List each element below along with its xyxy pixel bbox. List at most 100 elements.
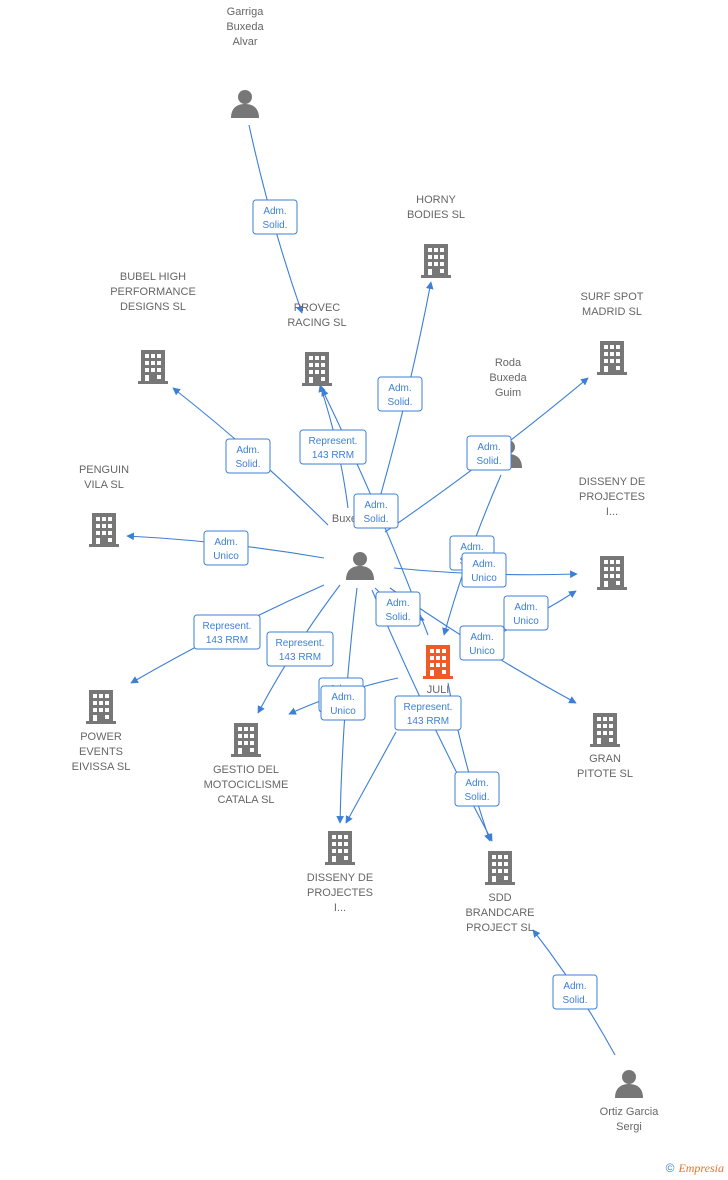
- relation-label-text: Adm.: [331, 692, 354, 703]
- node-label: BRANDCARE: [465, 907, 534, 919]
- relation-label-bie-gestio-rep[interactable]: Represent. 143 RRM: [266, 631, 334, 667]
- relation-label-bie-provec-rep[interactable]: Represent.143 RRM: [299, 429, 367, 465]
- relation-label-box: [459, 625, 505, 661]
- node-label: DISSENY DE: [307, 872, 373, 884]
- building-icon: [597, 341, 627, 375]
- node-disseny2[interactable]: DISSENY DEPROJECTESI...: [307, 831, 373, 914]
- node-label: Ortiz Garcia: [600, 1106, 660, 1118]
- node-label: SURF SPOT: [581, 291, 644, 303]
- relation-label-bie-surf[interactable]: Adm.Solid.: [466, 435, 512, 471]
- building-icon: [138, 350, 168, 384]
- relation-label-text: Adm.: [470, 632, 493, 643]
- node-label: VILA SL: [84, 479, 124, 491]
- relation-label-text: 143 RRM: [206, 635, 248, 646]
- relation-label-text: Solid.: [464, 792, 489, 803]
- relation-label-text: Unico: [469, 646, 495, 657]
- relation-label-box: [461, 552, 507, 588]
- relation-label-box: [466, 435, 512, 471]
- relation-label-text: 143 RRM: [312, 450, 354, 461]
- relation-label-bie-juli[interactable]: Adm.Solid.: [375, 591, 421, 627]
- relation-label-text: Adm.: [460, 542, 483, 553]
- building-icon: [302, 352, 332, 386]
- relation-label-text: Solid.: [262, 220, 287, 231]
- edges-layer: [126, 124, 616, 1056]
- node-label: BUBEL HIGH: [120, 271, 186, 283]
- node-label: HORNY: [416, 194, 456, 206]
- relation-label-text: 143 RRM: [279, 652, 321, 663]
- relation-label-box: [552, 974, 598, 1010]
- building-icon: [590, 713, 620, 747]
- node-label: PERFORMANCE: [110, 286, 196, 298]
- relation-label-box: [193, 614, 261, 650]
- relation-label-text: Adm.: [563, 981, 586, 992]
- relation-label-text: Adm.: [514, 602, 537, 613]
- relation-label-bie-penguin[interactable]: Adm. Unico: [203, 530, 249, 566]
- node-label: PENGUIN: [79, 464, 129, 476]
- relation-label-text: Adm.: [263, 206, 286, 217]
- relation-label-juli-provec[interactable]: Adm.Solid.: [353, 493, 399, 529]
- relation-label-box: [225, 438, 271, 474]
- relation-label-juli-sdd[interactable]: Adm.Solid.: [454, 771, 500, 807]
- relation-label-text: Unico: [471, 573, 497, 584]
- relation-label-bie-disseny1[interactable]: Adm.Unico: [461, 552, 507, 588]
- relation-label-garriga-provec[interactable]: Adm. Solid.: [252, 199, 298, 235]
- node-label: DISSENY DE: [579, 476, 645, 488]
- relation-label-box: [353, 493, 399, 529]
- brand-logo: Empresia: [678, 1161, 724, 1175]
- relation-label-bie-horny[interactable]: Adm.Solid.: [377, 376, 423, 412]
- edge-bie-disseny2-branch: [345, 731, 397, 824]
- node-bubel[interactable]: BUBEL HIGH PERFORMANCE DESIGNS SL: [110, 271, 196, 384]
- node-label: DESIGNS SL: [120, 301, 186, 313]
- node-label: Buxeda: [226, 21, 264, 33]
- node-label: CATALA SL: [217, 794, 274, 806]
- copyright-icon: ©: [665, 1161, 675, 1175]
- node-label: MADRID SL: [582, 306, 642, 318]
- relation-label-bie-power[interactable]: Represent.143 RRM: [193, 614, 261, 650]
- node-disseny1[interactable]: DISSENY DEPROJECTESI...: [579, 476, 645, 590]
- relation-label-box: [266, 631, 334, 667]
- person-icon: [615, 1070, 643, 1098]
- node-label: RACING SL: [287, 317, 346, 329]
- relation-label-ortiz-sdd[interactable]: Adm. Solid.: [552, 974, 598, 1010]
- relation-label-text: 143 RRM: [407, 716, 449, 727]
- node-label: Buxeda: [489, 372, 527, 384]
- relation-label-bie-bubel[interactable]: Adm.Solid.: [225, 438, 271, 474]
- node-label: Sergi: [616, 1121, 642, 1133]
- node-penguin[interactable]: PENGUIN VILA SL: [79, 464, 129, 547]
- node-surf[interactable]: SURF SPOT MADRID SL: [581, 291, 644, 375]
- building-icon: [421, 244, 451, 278]
- relation-label-text: Represent.: [404, 702, 453, 713]
- relation-label-text: Adm.: [236, 445, 259, 456]
- node-label: EVENTS: [79, 746, 123, 758]
- relation-label-bie-sdd-rep[interactable]: Represent. 143 RRM: [394, 695, 462, 731]
- building-icon: [325, 831, 355, 865]
- relation-label-juli-disseny1[interactable]: Adm.Unico: [503, 595, 549, 631]
- relation-label-bie-gran[interactable]: Adm. Unico: [459, 625, 505, 661]
- footer-brand[interactable]: ©Empresia: [666, 1161, 724, 1176]
- relation-label-bie-disseny2[interactable]: Adm.Unico: [320, 685, 366, 721]
- node-label: Alvar: [232, 36, 257, 48]
- relation-label-text: Solid.: [562, 995, 587, 1006]
- relation-label-text: Adm.: [214, 537, 237, 548]
- relation-label-box: [375, 591, 421, 627]
- node-label: Guim: [495, 387, 521, 399]
- relation-label-text: Adm.: [386, 598, 409, 609]
- building-icon: [485, 851, 515, 885]
- node-label: PROJECTES: [579, 491, 645, 503]
- building-icon: [86, 690, 116, 724]
- node-label: JULI: [427, 684, 450, 696]
- relation-label-text: Solid.: [476, 456, 501, 467]
- node-label: I...: [334, 902, 346, 914]
- relation-label-text: Represent.: [276, 638, 325, 649]
- relation-label-text: Unico: [213, 551, 239, 562]
